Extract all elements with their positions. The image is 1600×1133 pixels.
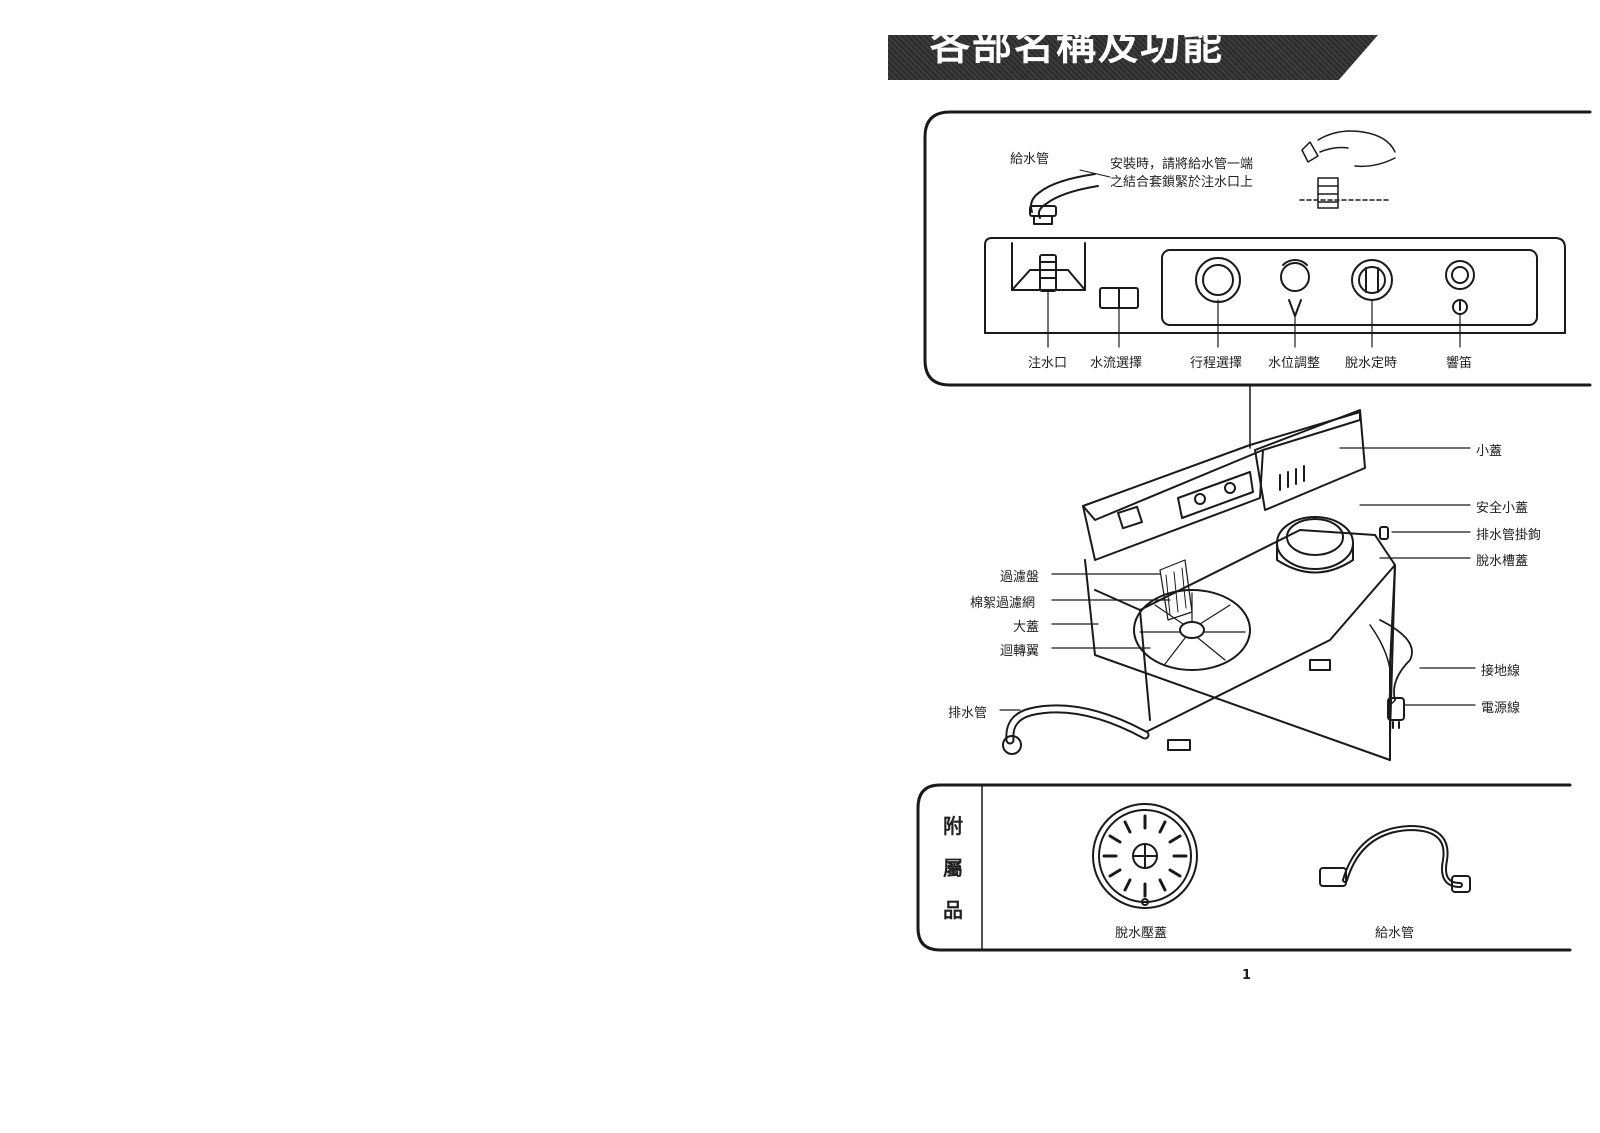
label-buzzer: 響笛 — [1446, 356, 1473, 371]
label-inlet: 注水口 — [1028, 356, 1068, 371]
label-spin-cover: 脫水壓蓋 — [1115, 926, 1168, 941]
accessories-heading-3: 品 — [943, 898, 963, 922]
install-note-line2: 之結合套鎖緊於注水口上 — [1110, 175, 1254, 190]
label-spin-tub-lid: 脫水槽蓋 — [1476, 554, 1529, 569]
label-inlet-hose: 給水管 — [1375, 926, 1415, 941]
label-large-lid: 大蓋 — [1013, 620, 1040, 635]
page-title: 各部名稱及功能 — [930, 23, 1224, 69]
label-small-lid: 小蓋 — [1476, 444, 1503, 459]
washing-machine — [1002, 409, 1413, 761]
page-number: 1 — [1242, 968, 1252, 983]
accessories-heading-1: 附 — [943, 814, 963, 838]
label-ground-wire: 接地線 — [1481, 664, 1521, 679]
hose-illustration — [1029, 169, 1111, 225]
hose-accessory-illustration — [1319, 825, 1471, 893]
accessories-heading-2: 屬 — [943, 856, 963, 880]
install-note-line1: 安裝時，請將給水管一端 — [1110, 157, 1254, 172]
hand-illustration — [1299, 130, 1396, 209]
spin-cover-illustration — [1092, 803, 1198, 909]
label-water-level: 水位調整 — [1268, 356, 1321, 371]
accessories-frame — [916, 783, 1572, 952]
label-power-cord: 電源線 — [1481, 701, 1521, 716]
label-safety-lid: 安全小蓋 — [1476, 501, 1529, 516]
label-filter-plate: 過濾盤 — [1000, 570, 1040, 585]
label-spin-timer: 脫水定時 — [1345, 356, 1398, 371]
label-lint-filter: 棉絮過濾網 — [970, 596, 1036, 611]
label-flow-select: 水流選擇 — [1090, 356, 1143, 371]
label-pulsator: 迴轉翼 — [1000, 644, 1040, 659]
header-band — [888, 35, 1378, 80]
hose-label: 給水管 — [1010, 152, 1050, 167]
left-leaders — [999, 573, 1171, 711]
control-panel-frame — [923, 110, 1592, 387]
label-drain-hook: 排水管掛鉤 — [1476, 528, 1542, 543]
label-program-select: 行程選擇 — [1190, 356, 1243, 371]
label-drain-hose: 排水管 — [948, 706, 988, 721]
right-leaders — [1339, 447, 1476, 706]
panel-body — [984, 237, 1566, 348]
